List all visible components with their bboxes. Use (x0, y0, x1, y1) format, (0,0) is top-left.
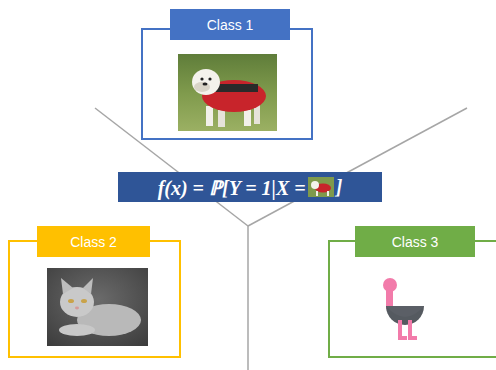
cat-photo (47, 268, 148, 346)
class-heading: Class 2 (37, 226, 150, 257)
class-heading: Class 1 (170, 9, 290, 40)
bird-icon (378, 276, 428, 342)
formula-text: f(x) = ℙ[Y = 1|X = (158, 174, 306, 201)
dog-thumbnail (308, 177, 334, 197)
class-box: Class 2 (8, 240, 181, 358)
class-heading: Class 3 (355, 226, 475, 257)
formula-band: f(x) = ℙ[Y = 1|X = ] (118, 172, 382, 202)
class-box: Class 1 (141, 28, 313, 140)
class-box: Class 3 (328, 240, 496, 358)
formula-text: ] (336, 176, 343, 199)
dog-photo (178, 54, 277, 131)
